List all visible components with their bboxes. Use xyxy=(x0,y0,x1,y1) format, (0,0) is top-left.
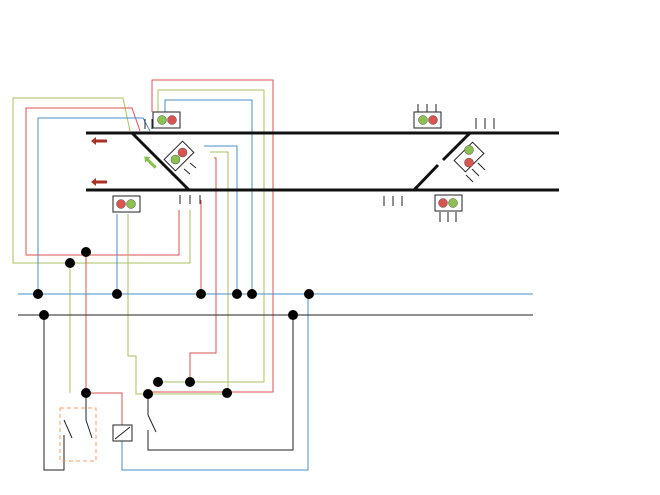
arrow-top-left-icon xyxy=(91,137,107,145)
tick-marks xyxy=(144,104,495,222)
wire-black-main-right xyxy=(147,315,294,451)
wire-red-relay xyxy=(85,252,123,425)
wire-blue-top-long xyxy=(164,99,253,294)
tick-sig-dr-2 xyxy=(471,168,480,177)
node xyxy=(222,388,232,398)
relay-contact-right xyxy=(85,419,93,439)
wiring-layer xyxy=(12,79,309,471)
wire-green-top-long xyxy=(157,89,265,383)
crossover-right-upper xyxy=(441,131,472,162)
node xyxy=(65,258,75,268)
signal-aspect-red xyxy=(438,198,448,208)
node xyxy=(33,289,43,299)
signal-aspect-red xyxy=(428,115,438,125)
wire-green-bottom-left xyxy=(127,214,228,395)
wire-blue-diag xyxy=(204,145,238,294)
node xyxy=(112,289,122,299)
arrow-diagonal-green-icon xyxy=(144,156,157,169)
crossover-right-lower xyxy=(412,163,440,192)
arrow-bottom-left-icon xyxy=(91,178,107,186)
junction-nodes xyxy=(33,247,314,399)
relay-contact-left xyxy=(63,419,73,439)
tick-sig-dr-3 xyxy=(465,174,474,183)
node xyxy=(247,289,257,299)
node xyxy=(196,289,206,299)
signal-bottom-left xyxy=(112,195,141,213)
signal-bottom-right xyxy=(434,194,463,212)
signal-diagonal-right-box xyxy=(453,141,485,173)
signal-aspect-red xyxy=(177,147,188,158)
signal-diagonal-left xyxy=(163,140,195,172)
wire-green-left-outer xyxy=(12,97,191,264)
switch-blade xyxy=(147,414,157,433)
wire-blue-left-inner xyxy=(37,117,151,294)
signal-aspect-red xyxy=(167,115,177,125)
signal-top-right xyxy=(413,111,442,129)
signal-diagonal-right xyxy=(453,141,485,173)
relay-coil-slash xyxy=(114,426,131,440)
signal-aspect-green xyxy=(464,145,474,155)
node xyxy=(288,310,298,320)
signal-aspect-green xyxy=(448,198,458,208)
node xyxy=(232,289,242,299)
relay-dashed-box xyxy=(59,407,97,462)
tracks xyxy=(86,131,559,192)
crossover-left xyxy=(130,131,191,192)
node xyxy=(81,388,91,398)
signal-aspect-red xyxy=(116,199,126,209)
signal-aspect-green xyxy=(126,199,136,209)
signal-aspect-red xyxy=(464,157,474,168)
wire-black-main-left xyxy=(43,315,65,471)
wire-red-diag xyxy=(189,157,217,382)
node xyxy=(185,377,195,387)
wire-green-diag xyxy=(210,151,229,393)
node xyxy=(39,310,49,320)
signal-aspect-green xyxy=(170,154,181,165)
node xyxy=(81,247,91,257)
node xyxy=(304,289,314,299)
node xyxy=(153,377,163,387)
signal-top-left xyxy=(152,111,181,129)
tick-sig-dr-1 xyxy=(477,162,486,171)
signal-diagonal-left-box xyxy=(163,140,195,172)
wire-red-left-mid xyxy=(25,107,180,256)
node xyxy=(143,389,153,399)
signal-aspect-green xyxy=(418,115,428,125)
wire-blue-relay-return xyxy=(121,294,309,471)
signal-aspect-green xyxy=(157,115,167,125)
tick-sig-dl-2 xyxy=(183,168,191,175)
tick-sig-dl-1 xyxy=(189,162,197,169)
